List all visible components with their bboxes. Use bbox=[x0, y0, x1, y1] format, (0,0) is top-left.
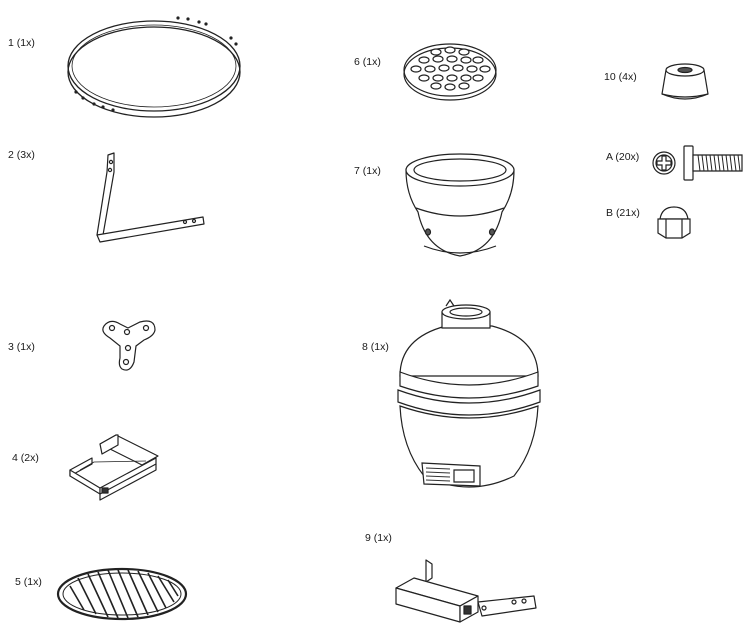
bolt-illustration bbox=[650, 143, 746, 183]
ring-band-illustration bbox=[66, 16, 246, 125]
handle-bracket-illustration bbox=[392, 558, 540, 626]
part-10-label: 10 (4x) bbox=[604, 71, 637, 83]
fire-box-illustration bbox=[402, 150, 518, 262]
part-8-label: 8 (1x) bbox=[362, 341, 389, 353]
part-5-label: 5 (1x) bbox=[15, 576, 42, 588]
part-6-label: 6 (1x) bbox=[354, 56, 381, 68]
rubber-foot-illustration bbox=[658, 60, 712, 104]
part-1-label: 1 (1x) bbox=[8, 37, 35, 49]
cooking-grate-illustration bbox=[56, 566, 190, 626]
side-shelf-bracket-illustration bbox=[66, 432, 162, 502]
charcoal-grate-illustration bbox=[402, 40, 498, 102]
leg-bracket-illustration bbox=[90, 150, 210, 245]
grill-body-illustration bbox=[394, 298, 544, 496]
part-9-label: 9 (1x) bbox=[365, 532, 392, 544]
part-2-label: 2 (3x) bbox=[8, 149, 35, 161]
part-7-label: 7 (1x) bbox=[354, 165, 381, 177]
part-4-label: 4 (2x) bbox=[12, 452, 39, 464]
part-b-label: B (21x) bbox=[606, 207, 640, 219]
tri-plate-illustration bbox=[100, 316, 160, 374]
cap-nut-illustration bbox=[654, 205, 694, 241]
part-a-label: A (20x) bbox=[606, 151, 640, 163]
part-3-label: 3 (1x) bbox=[8, 341, 35, 353]
